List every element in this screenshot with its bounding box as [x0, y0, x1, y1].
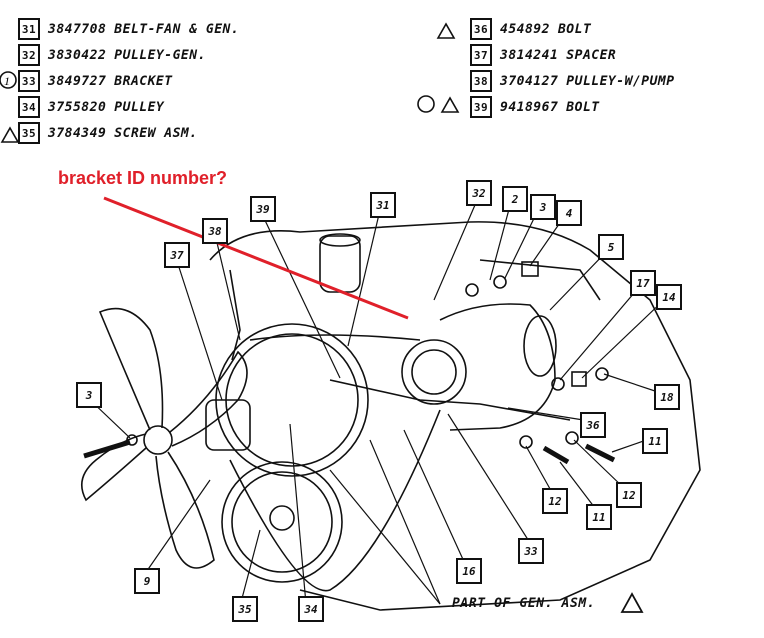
legend-row-39: 39 9418967 BOLT [470, 96, 600, 118]
warning-triangle-icon [620, 592, 644, 613]
callout-box: 38 [470, 70, 492, 92]
part-number: 3704127 [500, 73, 559, 89]
nut-icon [521, 261, 539, 277]
callout-11-lower: 11 [586, 504, 612, 530]
part-number: 3814241 [500, 47, 559, 63]
callout-9: 9 [134, 568, 160, 594]
triangle-mark-icon [436, 22, 456, 39]
callout-box: 31 [18, 18, 40, 40]
legend-row-37: 37 3814241 SPACER [470, 44, 616, 66]
part-number: 3847708 [48, 21, 107, 37]
callout-18: 18 [654, 384, 680, 410]
part-description: PULLEY [114, 99, 165, 115]
part-number: 3784349 [48, 125, 107, 141]
crank-pulley-groove [231, 471, 333, 573]
generator-end [523, 315, 557, 377]
legend-row-36: 36 454892 BOLT [470, 18, 591, 40]
generator-icon [439, 303, 556, 431]
crank-pulley-icon [221, 461, 343, 583]
washer-icon [551, 377, 565, 391]
callout-box: 36 [470, 18, 492, 40]
legend-row-34: 34 3755820 PULLEY [18, 96, 164, 118]
callout-4: 4 [556, 200, 582, 226]
water-outlet-top [319, 233, 361, 247]
part-description: BOLT [566, 99, 600, 115]
callout-box: 35 [18, 122, 40, 144]
callout-11: 11 [642, 428, 668, 454]
fan-belt-icon [249, 334, 421, 341]
callout-35: 35 [232, 596, 258, 622]
generator-pulley-groove [411, 349, 457, 395]
callout-box: 39 [470, 96, 492, 118]
callout-box: 34 [18, 96, 40, 118]
legend-row-33: 33 3849727 BRACKET [18, 70, 173, 92]
triangle-mark-icon [440, 96, 460, 113]
callout-38: 38 [202, 218, 228, 244]
triangle-mark-icon [0, 126, 20, 143]
leader-lines [87, 197, 667, 607]
part-number: 3755820 [48, 99, 107, 115]
bracket-icon [329, 379, 571, 421]
crank-pulley-hub [269, 505, 295, 531]
nut-icon [571, 371, 587, 387]
washer-icon [565, 431, 579, 445]
callout-12-right: 12 [616, 482, 642, 508]
circle-mark-text: 1 [4, 74, 10, 88]
bolt-icon [542, 445, 570, 465]
callout-31: 31 [370, 192, 396, 218]
annotation-arrow [103, 196, 409, 320]
callout-33: 33 [518, 538, 544, 564]
circle-mark-icon [0, 71, 17, 89]
callout-14: 14 [656, 284, 682, 310]
callout-2: 2 [502, 186, 528, 212]
callout-box: 33 [18, 70, 40, 92]
callout-36: 36 [580, 412, 606, 438]
callout-17: 17 [630, 270, 656, 296]
engine-edge [479, 259, 601, 301]
part-description: BELT-FAN & GEN. [114, 21, 240, 37]
bolt-icon [83, 439, 131, 459]
fan-belt-lower [229, 409, 441, 592]
washer-icon [595, 367, 609, 381]
callout-34: 34 [298, 596, 324, 622]
bracket-question-annotation: bracket ID number? [58, 168, 228, 188]
washer-icon [126, 434, 138, 446]
bolt-icon [584, 443, 616, 463]
washer-icon [519, 435, 533, 449]
callout-12: 12 [542, 488, 568, 514]
circle-mark-icon [417, 95, 435, 113]
part-description: BRACKET [114, 73, 173, 89]
callout-16: 16 [456, 558, 482, 584]
callout-5: 5 [598, 234, 624, 260]
callout-3: 3 [530, 194, 556, 220]
legend-row-32: 32 3830422 PULLEY-GEN. [18, 44, 206, 66]
part-number: 3830422 [48, 47, 107, 63]
legend-row-35: 35 3784349 SCREW ASM. [18, 122, 198, 144]
legend-row-38: 38 3704127 PULLEY-W/PUMP [470, 70, 675, 92]
part-description: BOLT [557, 21, 592, 37]
legend-row-31: 31 3847708 BELT-FAN & GEN. [18, 18, 239, 40]
part-description: SCREW ASM. [114, 125, 198, 141]
washer-icon [493, 275, 507, 289]
callout-37: 37 [164, 242, 190, 268]
washer-icon [465, 283, 479, 297]
part-number: 454892 [500, 21, 550, 37]
callout-box: 32 [18, 44, 40, 66]
engine-block-outline [209, 221, 701, 611]
callout-3-left: 3 [76, 382, 102, 408]
generator-pulley-icon [401, 339, 467, 405]
fan-spacer-icon [205, 399, 251, 451]
part-of-gen-asm-label: PART OF GEN. ASM. [452, 596, 596, 611]
part-number: 3849727 [48, 73, 107, 89]
callout-box: 37 [470, 44, 492, 66]
part-description: PULLEY-GEN. [114, 47, 206, 63]
part-description: SPACER [566, 47, 617, 63]
part-number: 9418967 [500, 99, 559, 115]
callout-32: 32 [466, 180, 492, 206]
part-description: PULLEY-W/PUMP [566, 73, 675, 89]
callout-39: 39 [250, 196, 276, 222]
